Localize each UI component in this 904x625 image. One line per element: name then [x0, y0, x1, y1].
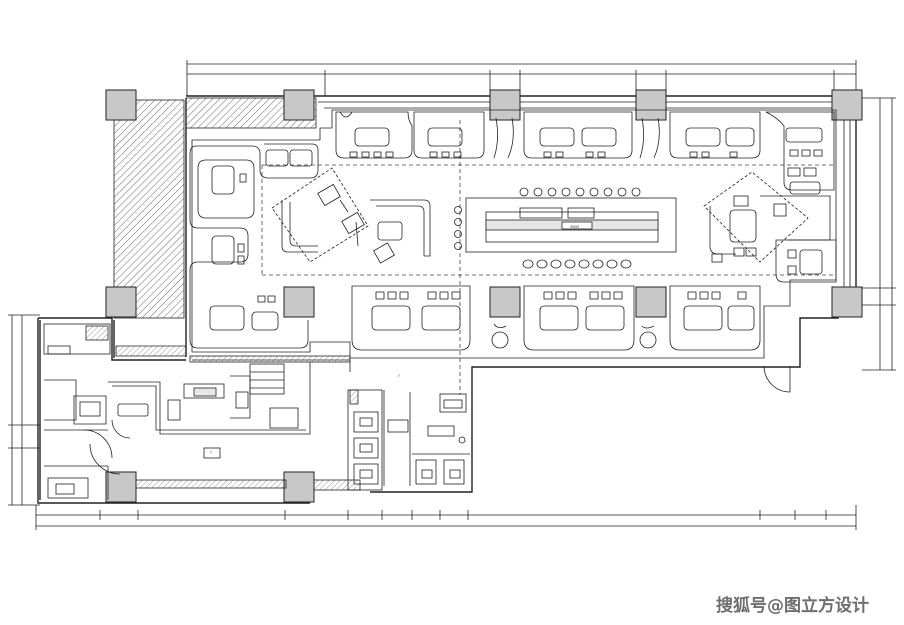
dashed-guidelines: [261, 120, 836, 395]
lounge-left: [271, 167, 431, 264]
lower-wing-rooms: [43, 323, 361, 500]
room-label-a: ?: [398, 374, 400, 378]
booth-left-serpentine: [189, 143, 319, 349]
booth-row-top: [335, 111, 835, 195]
structural-columns: [105, 89, 863, 503]
restrooms: ? ?: [210, 374, 470, 491]
room-label-b: ?: [210, 451, 212, 455]
lounge-right: [703, 171, 831, 263]
wall-wave-decor: [339, 111, 660, 159]
booth-right-lower: [775, 239, 837, 283]
bar-table-label: 30/00: [570, 225, 579, 229]
hatched-wall-left: [113, 99, 185, 319]
central-bar: 30/00: [454, 187, 677, 269]
hall-inner-boundary: [191, 109, 837, 359]
door-swing-right: [763, 365, 791, 393]
bottom-dimension-chain: [35, 505, 857, 530]
right-dimension-chain: [862, 97, 896, 371]
left-dimension-chain: [8, 314, 40, 506]
outer-walls: [37, 95, 857, 504]
watermark-text: 搜狐号@图立方设计: [716, 596, 869, 616]
booth-row-bottom: [351, 285, 761, 351]
top-dimension-chain: [186, 60, 857, 96]
